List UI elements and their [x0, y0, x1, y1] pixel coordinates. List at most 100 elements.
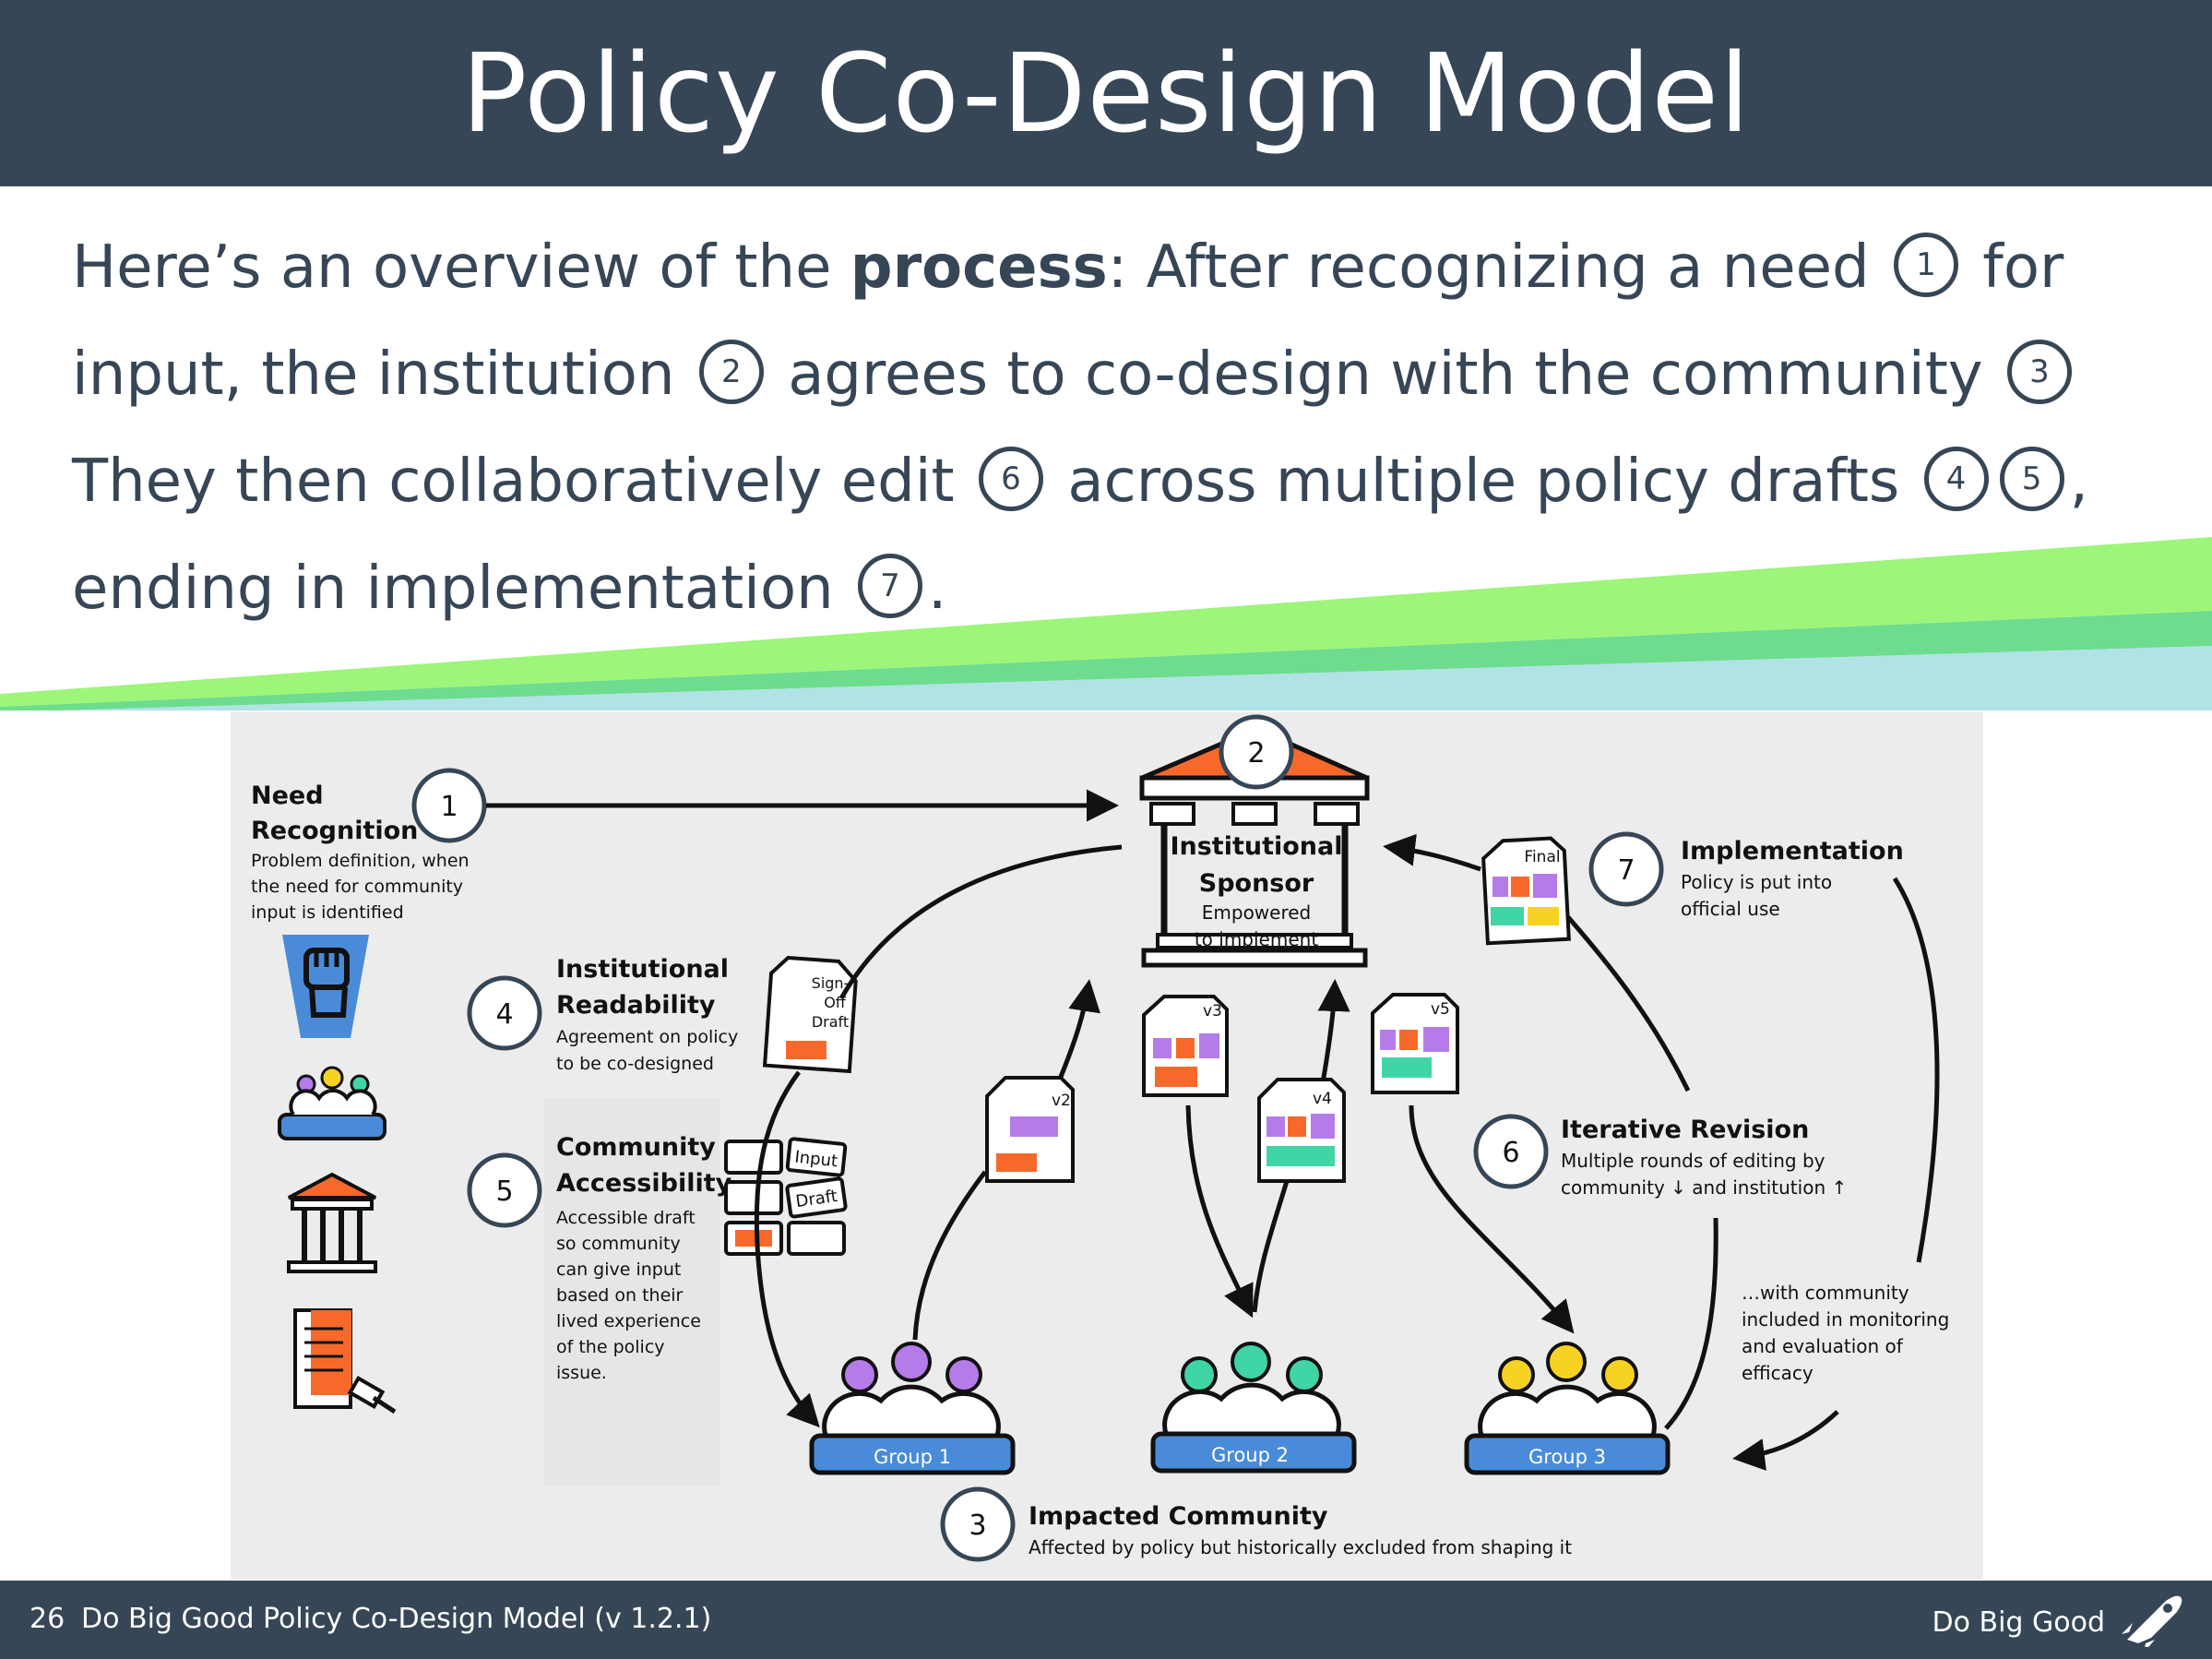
step-4-badge [467, 975, 542, 1051]
monitoring-line: and evaluation of [1742, 1335, 1904, 1357]
step-5-desc-line: can give input [556, 1259, 681, 1280]
step-5-desc-line: issue. [556, 1363, 607, 1383]
step-5-title-line1: Community [556, 1133, 716, 1162]
intro-text: . [928, 555, 947, 623]
step-6-number: 6 [1502, 1137, 1519, 1169]
title-bar: Policy Co-Design Model [0, 0, 2212, 186]
arrow-v3-to-group2 [1185, 1104, 1254, 1319]
signoff-draft-document: Sign- Off Draft [762, 955, 858, 1074]
arrow-signoff-to-group1 [754, 1070, 820, 1428]
step-3-impacted-community: 3 Impacted Community Affected by policy … [940, 1486, 1572, 1562]
step-5-desc-line: so community [556, 1234, 681, 1254]
arrow-group3-to-final [1664, 1217, 1718, 1430]
v3-label: v3 [1203, 1002, 1222, 1020]
step-6-desc-line2: community ↓ and institution ↑ [1561, 1176, 1847, 1199]
step-7-title: Implementation [1681, 837, 1904, 865]
group-1: Group 1 [809, 1342, 1016, 1475]
final-document: Final [1481, 836, 1571, 946]
intro-text: , ending in implementation [72, 448, 2088, 623]
step-6-desc-line1: Multiple rounds of editing by [1561, 1150, 1825, 1172]
draft-v2-document: v2 [985, 1076, 1075, 1183]
arrow-group1-to-v2 [912, 1170, 987, 1341]
diagram-background [231, 712, 1983, 1580]
step-5-title-line2: Accessibility [556, 1169, 732, 1198]
arrow-v2-to-sponsor [1058, 979, 1100, 1078]
input-draft-stack: Input Draft [724, 1137, 848, 1256]
arrow-v5-to-group3 [1409, 1104, 1575, 1334]
step-1-need-recognition: Need Recognition Problem definition, whe… [251, 768, 1119, 923]
step-1-number: 1 [440, 791, 458, 823]
step-2-desc-line: to implement [1195, 928, 1318, 950]
step-1-badge [411, 768, 487, 843]
arrow-implementation-loop [1892, 877, 1940, 1263]
decor-stripe-green [0, 537, 2212, 707]
step-1-desc-line: input is identified [251, 902, 404, 923]
draft-v3-document: v3 [1142, 995, 1229, 1097]
monitoring-line: efficacy [1742, 1362, 1814, 1384]
step-4-desc-line: Agreement on policy [556, 1027, 738, 1047]
monitoring-line: …with community [1742, 1282, 1909, 1304]
step-5-desc-line: lived experience [556, 1311, 701, 1331]
step-7-implementation: 7 Implementation Policy is put into offi… [1588, 831, 1904, 920]
intro-text: They then collaboratively edit [72, 448, 973, 516]
arrow-final-to-sponsor [1383, 833, 1481, 872]
step-1-title-line2: Recognition [251, 817, 418, 845]
step-4-number: 4 [495, 998, 513, 1031]
group-3: Group 3 [1464, 1342, 1671, 1475]
intro-text: for input, the institution [72, 233, 2064, 409]
step-5-number: 5 [495, 1176, 513, 1208]
step-2-title-line2: Sponsor [1199, 869, 1314, 898]
final-label: Final [1524, 848, 1560, 866]
step-marker-1: 1 [1893, 233, 1958, 298]
step-7-desc-line: Policy is put into [1681, 871, 1832, 893]
step-3-desc: Affected by policy but historically excl… [1029, 1536, 1572, 1558]
monitoring-note: …with community included in monitoring a… [1742, 1282, 1949, 1384]
step-marker-3: 3 [2007, 340, 2072, 405]
footer-bar: 26 Do Big Good Policy Co-Design Model (v… [0, 1581, 2212, 1659]
step-4-desc-line: to be co-designed [556, 1054, 714, 1074]
step-3-title: Impacted Community [1029, 1502, 1328, 1531]
community-icon [278, 1066, 387, 1140]
step-5-desc-line: based on their [556, 1285, 684, 1306]
intro-paragraph: Here’s an overview of the process: After… [72, 214, 2194, 642]
step-3-number: 3 [969, 1510, 986, 1542]
signoff-label-line: Draft [812, 1013, 849, 1031]
rocket-logo-icon [2122, 1595, 2182, 1647]
step-4-institutional-readability: 4 Institutional Readability Agreement on… [467, 955, 738, 1074]
intro-text: agrees to co-design with the community [768, 340, 2002, 409]
step-2-badge [1219, 714, 1294, 790]
draft-v5-document: v5 [1371, 993, 1459, 1094]
page-number: 26 [30, 1603, 65, 1635]
step-7-number: 7 [1617, 854, 1635, 887]
step-2-title-line1: Institutional [1170, 832, 1342, 861]
input-label: Input [793, 1148, 838, 1172]
institution-icon [287, 1172, 377, 1273]
step-4-title-line1: Institutional [556, 955, 729, 984]
draft-v4-document: v4 [1257, 1078, 1346, 1183]
step-5-badge [467, 1152, 542, 1228]
step-2-desc-line: Empowered [1202, 901, 1312, 924]
v5-label: v5 [1431, 1000, 1450, 1019]
step-2-number: 2 [1247, 737, 1265, 770]
group-2-label: Group 2 [1211, 1444, 1289, 1466]
group-1-label: Group 1 [874, 1446, 951, 1468]
intro-text: Here’s an overview of the [72, 233, 850, 302]
step-5-desc-line: of the policy [556, 1337, 665, 1357]
decor-stripe-teal [0, 611, 2212, 712]
step-1-title-line1: Need [251, 782, 324, 810]
signoff-label-line: Sign- [812, 974, 850, 992]
step-marker-7: 7 [858, 554, 922, 619]
side-shade [544, 1098, 719, 1486]
step-marker-2: 2 [698, 340, 764, 405]
step-4-title-line2: Readability [556, 991, 716, 1020]
step-marker-5: 5 [1999, 447, 2064, 512]
step-7-desc-line: official use [1681, 898, 1780, 920]
step-6-title: Iterative Revision [1561, 1116, 1809, 1144]
arrow-monitoring-return [1732, 1410, 1839, 1471]
step-1-desc-line: the need for community [251, 877, 463, 897]
step-5-community-accessibility: 5 Community Accessibility Accessible dra… [467, 1133, 732, 1383]
group-2: Group 2 [1150, 1342, 1357, 1474]
v4-label: v4 [1313, 1090, 1332, 1108]
step-3-badge [940, 1486, 1016, 1562]
